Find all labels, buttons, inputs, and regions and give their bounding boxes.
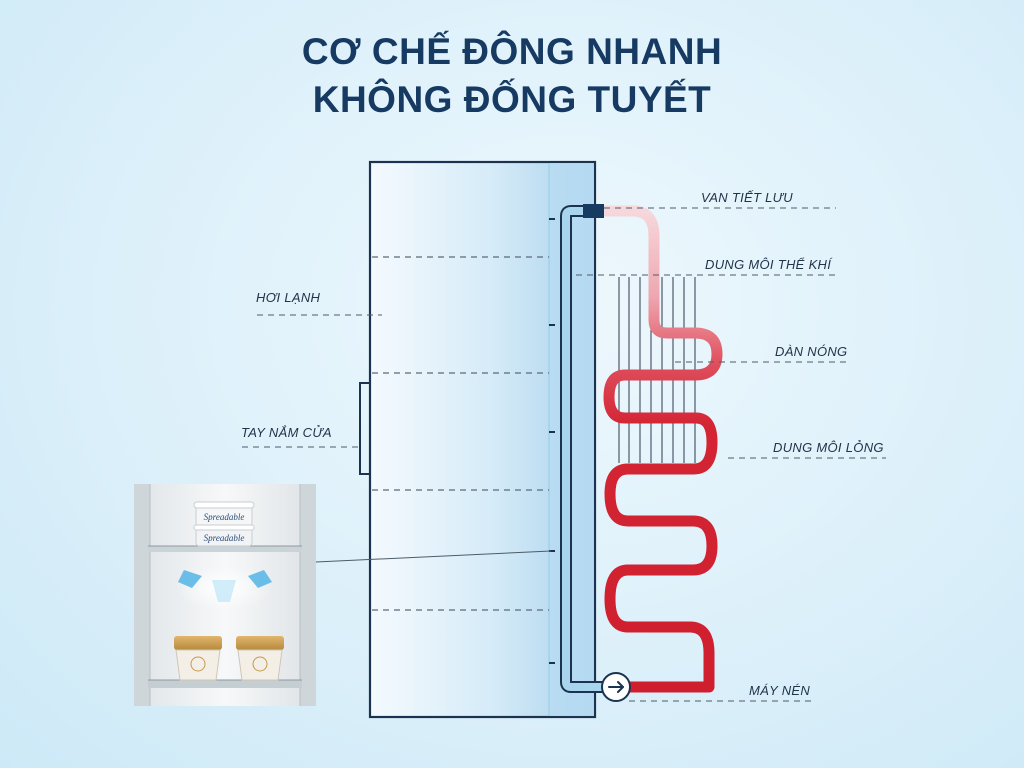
ice-cream-tubs (174, 636, 284, 681)
label-dan-nong: DÀN NÓNG (775, 344, 848, 359)
arrow-right-icon (608, 681, 624, 693)
photo-pointer (315, 550, 552, 563)
title-line-2: KHÔNG ĐỐNG TUYẾT (312, 79, 712, 120)
door-handle (359, 382, 370, 475)
stacked-tubs: Spreadable Spreadable (193, 501, 255, 547)
title-line-1: CƠ CHẾ ĐÔNG NHANH (301, 31, 723, 72)
label-dung-moi-long: DUNG MÔI LỎNG (773, 440, 884, 455)
condenser-pipe (598, 205, 723, 693)
label-may-nen: MÁY NÉN (749, 683, 811, 698)
label-tay-nam-cua: TAY NẮM CỬA (241, 425, 332, 440)
expansion-valve (583, 204, 604, 218)
evaporator-pipe (562, 207, 608, 691)
page-title: CƠ CHẾ ĐÔNG NHANH KHÔNG ĐỐNG TUYẾT (0, 28, 1024, 124)
label-dung-moi-the-khi: DUNG MÔI THỂ KHÍ (705, 257, 832, 272)
tub-brand-top: Spreadable (204, 512, 245, 522)
label-hoi-lanh: HƠI LẠNH (256, 290, 321, 305)
shelf-lines (372, 256, 549, 611)
leader-lines (242, 207, 886, 702)
freezer-photo: Spreadable Spreadable (134, 484, 316, 706)
freezer-photo-illustration: Spreadable Spreadable (134, 484, 316, 706)
tub-brand-bottom: Spreadable (204, 533, 245, 543)
label-van-tiet-luu: VAN TIẾT LƯU (701, 190, 793, 205)
